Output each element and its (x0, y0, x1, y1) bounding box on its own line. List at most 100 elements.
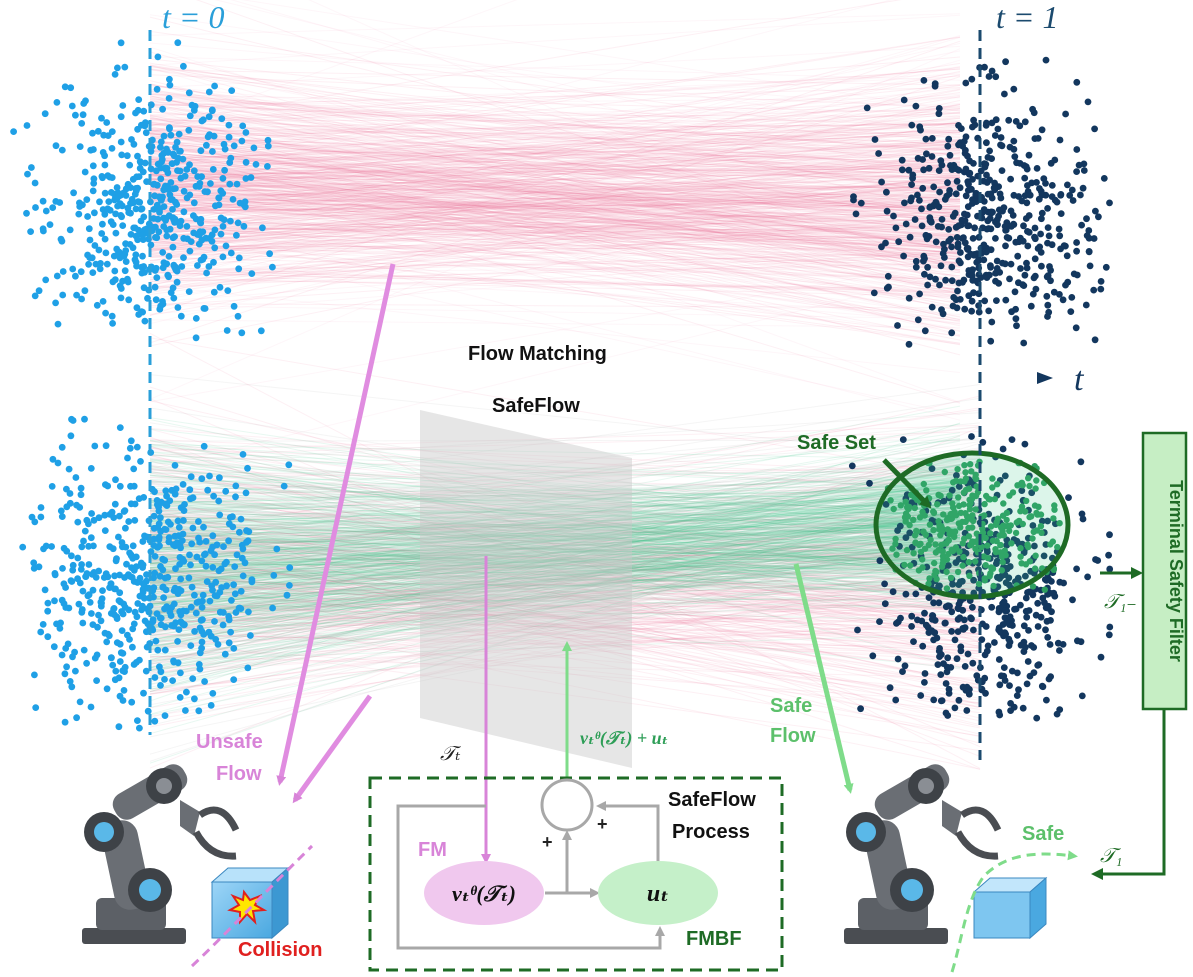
trajectory-line (149, 192, 961, 240)
trajectory-line (149, 502, 961, 527)
trajectory-line (149, 514, 981, 559)
trajectory-line (149, 101, 961, 149)
trajectory-line (149, 529, 961, 549)
trajectory-line (149, 529, 961, 538)
trajectory-line (149, 108, 961, 241)
trajectory-line (149, 94, 961, 152)
scatter-point (101, 511, 109, 519)
scatter-point (998, 567, 1005, 574)
trajectory-line (149, 522, 981, 651)
trajectory-line (149, 220, 961, 235)
trajectory-line (149, 189, 961, 288)
trajectory-line (149, 103, 961, 134)
scatter-point (69, 566, 77, 574)
trajectory-line (149, 142, 961, 206)
collision-label: Collision (238, 939, 322, 961)
trajectory-line (149, 479, 961, 602)
trajectory-line (149, 501, 961, 544)
scatter-point (183, 223, 191, 230)
trajectory-line (149, 50, 961, 206)
scatter-point (216, 474, 223, 482)
trajectory-line (149, 158, 961, 252)
scatter-point (53, 272, 61, 280)
trajectory-line (149, 491, 961, 709)
scatter-point (99, 298, 107, 305)
trajectory-line (149, 221, 961, 234)
scatter-point (143, 571, 150, 578)
scatter-point (907, 562, 914, 569)
scatter-point (1078, 510, 1086, 518)
time-slice-plane (420, 410, 632, 768)
scatter-point (78, 120, 86, 127)
scatter-point (1106, 623, 1114, 631)
scatter-point (857, 199, 865, 207)
scatter-point (903, 546, 911, 554)
trajectory-line (149, 215, 961, 275)
scatter-point (126, 636, 133, 643)
scatter-point (152, 637, 160, 645)
trajectory-line (149, 499, 981, 672)
scatter-point (863, 104, 871, 112)
trajectory-line (149, 537, 961, 612)
trajectory-line (149, 202, 961, 256)
trajectory-line (149, 547, 961, 598)
scatter-point (892, 224, 900, 232)
scatter-point (970, 160, 977, 167)
scatter-point (111, 267, 119, 275)
trajectory-line (149, 484, 961, 569)
scatter-point (951, 704, 959, 712)
scatter-point (988, 318, 996, 326)
trajectory-line (149, 74, 961, 227)
trajectory-line (149, 488, 981, 626)
scatter-point (994, 481, 1001, 488)
scatter-point (1060, 579, 1067, 587)
scatter-point (166, 225, 174, 233)
trajectory-line (149, 40, 961, 316)
trajectory-line (149, 442, 981, 693)
scatter-point (986, 176, 993, 184)
trajectory-line (149, 158, 961, 308)
trajectory-line (149, 129, 961, 160)
trajectory-line (149, 190, 961, 216)
trajectory-line (149, 509, 981, 530)
trajectory-line (149, 531, 981, 614)
trajectory-line (149, 464, 961, 641)
trajectory-line (149, 493, 981, 598)
trajectory-line (149, 522, 981, 540)
scatter-point (966, 185, 974, 193)
scatter-point (1001, 90, 1008, 98)
scatter-point (132, 205, 140, 213)
trajectory-line (149, 455, 961, 489)
trajectory-line (149, 304, 961, 320)
trajectory-line (149, 171, 961, 208)
scatter-point (945, 690, 953, 697)
scatter-point (208, 237, 216, 245)
scatter-point (173, 138, 181, 146)
scatter-point (1003, 234, 1011, 241)
trajectory-line (149, 567, 961, 639)
trajectory-line (149, 236, 961, 345)
trajectory-line (149, 141, 961, 224)
trajectory-line (149, 203, 961, 317)
scatter-point (1023, 259, 1030, 267)
trajectory-line (149, 66, 961, 174)
scatter-point (217, 565, 225, 573)
scatter-point (910, 638, 917, 645)
scatter-point (953, 177, 961, 185)
scatter-point (1044, 301, 1052, 309)
scatter-point (887, 497, 894, 504)
trajectory-line (149, 237, 961, 416)
scatter-point (61, 83, 69, 91)
trajectory-line (149, 527, 961, 619)
trajectory-line (149, 175, 961, 200)
scatter-point (225, 616, 233, 624)
trajectory-line (149, 398, 981, 748)
trajectory-line (149, 121, 961, 219)
scatter-point (924, 263, 931, 271)
trajectory-line (149, 494, 961, 600)
scatter-point (999, 558, 1006, 566)
scatter-point (157, 196, 165, 204)
scatter-point (126, 161, 134, 169)
trajectory-line (149, 513, 961, 658)
scatter-point (921, 327, 929, 335)
